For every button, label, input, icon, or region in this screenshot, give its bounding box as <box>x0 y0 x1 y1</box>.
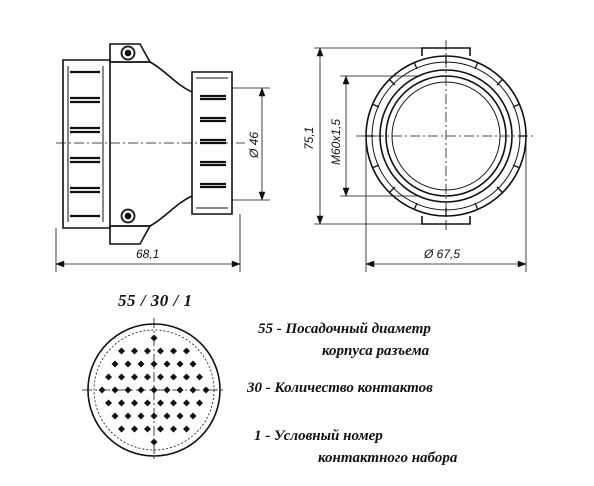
contact-pin <box>124 412 132 420</box>
contact-pin <box>157 425 164 433</box>
contact-pin <box>111 360 119 368</box>
contact-pin <box>170 347 177 355</box>
contact-pin <box>183 425 190 433</box>
thread-dimension: M60x1,5 <box>329 119 343 165</box>
contact-pin <box>137 412 145 420</box>
contact-pin <box>150 360 158 368</box>
contact-pin <box>137 386 145 394</box>
contact-pin <box>150 334 158 342</box>
contact-pin <box>144 425 151 433</box>
legend-dash: - <box>265 428 271 444</box>
contact-pin <box>131 399 138 407</box>
front-view <box>314 40 536 272</box>
contact-pin <box>144 347 151 355</box>
contact-pin <box>163 412 171 420</box>
contact-pin <box>183 399 190 407</box>
contact-pin <box>118 399 125 407</box>
contact-pin <box>170 399 177 407</box>
contact-pin <box>183 347 190 355</box>
contact-pin <box>118 425 125 433</box>
legend-item-diameter-line2: корпуса разъема <box>322 343 430 359</box>
diameter-dimension: Ø 67,5 <box>423 247 460 261</box>
contact-pin <box>176 386 184 394</box>
legend-item-diameter: 55 - Посадочный диаметр <box>258 321 431 338</box>
legend-item-set-line2: контактного набора <box>318 450 458 466</box>
legend-number: 1 <box>254 428 262 444</box>
bore-dimension: Ø 46 <box>247 132 261 159</box>
contact-pin <box>157 399 164 407</box>
contact-pin <box>131 347 138 355</box>
contact-pin <box>183 373 190 381</box>
contact-pin <box>202 386 210 394</box>
contact-pin <box>124 360 132 368</box>
height-dimension: 75,1 <box>302 127 316 150</box>
contact-pin <box>131 425 138 433</box>
contact-pin <box>144 373 151 381</box>
side-view <box>55 43 270 272</box>
contact-pin <box>150 412 158 420</box>
contact-pin <box>157 373 164 381</box>
contact-pin <box>170 425 177 433</box>
contact-pin <box>176 360 184 368</box>
contact-pin <box>111 412 119 420</box>
contact-pin <box>118 347 125 355</box>
contact-pin <box>189 412 197 420</box>
contact-pin <box>196 373 203 381</box>
contact-pin <box>137 360 145 368</box>
contact-pin <box>196 399 203 407</box>
contact-pin <box>189 386 197 394</box>
length-dimension: 68,1 <box>136 247 159 261</box>
legend-text: Количество контактов <box>274 380 433 396</box>
legend-dash: - <box>265 380 271 396</box>
contact-pin <box>163 360 171 368</box>
contact-pin <box>111 386 119 394</box>
contact-pin <box>98 386 106 394</box>
legend-item-contacts: 30 - Количество контактов <box>247 380 433 397</box>
legend-number: 30 <box>247 380 262 396</box>
contact-pin <box>150 386 158 394</box>
legend-text: Условный номер <box>274 428 383 444</box>
contact-pin <box>118 373 125 381</box>
contact-pin <box>105 373 112 381</box>
contact-pin <box>170 373 177 381</box>
contact-pin <box>157 347 164 355</box>
contact-pin <box>176 412 184 420</box>
contact-layout <box>82 318 226 462</box>
legend-dash: - <box>276 321 282 337</box>
legend-text: Посадочный диаметр <box>285 321 431 337</box>
legend-item-set: 1 - Условный номер <box>254 428 383 445</box>
legend-number: 55 <box>258 321 273 337</box>
connector-code: 55 / 30 / 1 <box>118 291 193 310</box>
contact-pin <box>105 399 112 407</box>
contact-pin <box>144 399 151 407</box>
contact-pin <box>163 386 171 394</box>
contact-pin <box>189 360 197 368</box>
contact-pin <box>150 438 158 446</box>
contact-pin <box>124 386 132 394</box>
contact-pin <box>131 373 138 381</box>
